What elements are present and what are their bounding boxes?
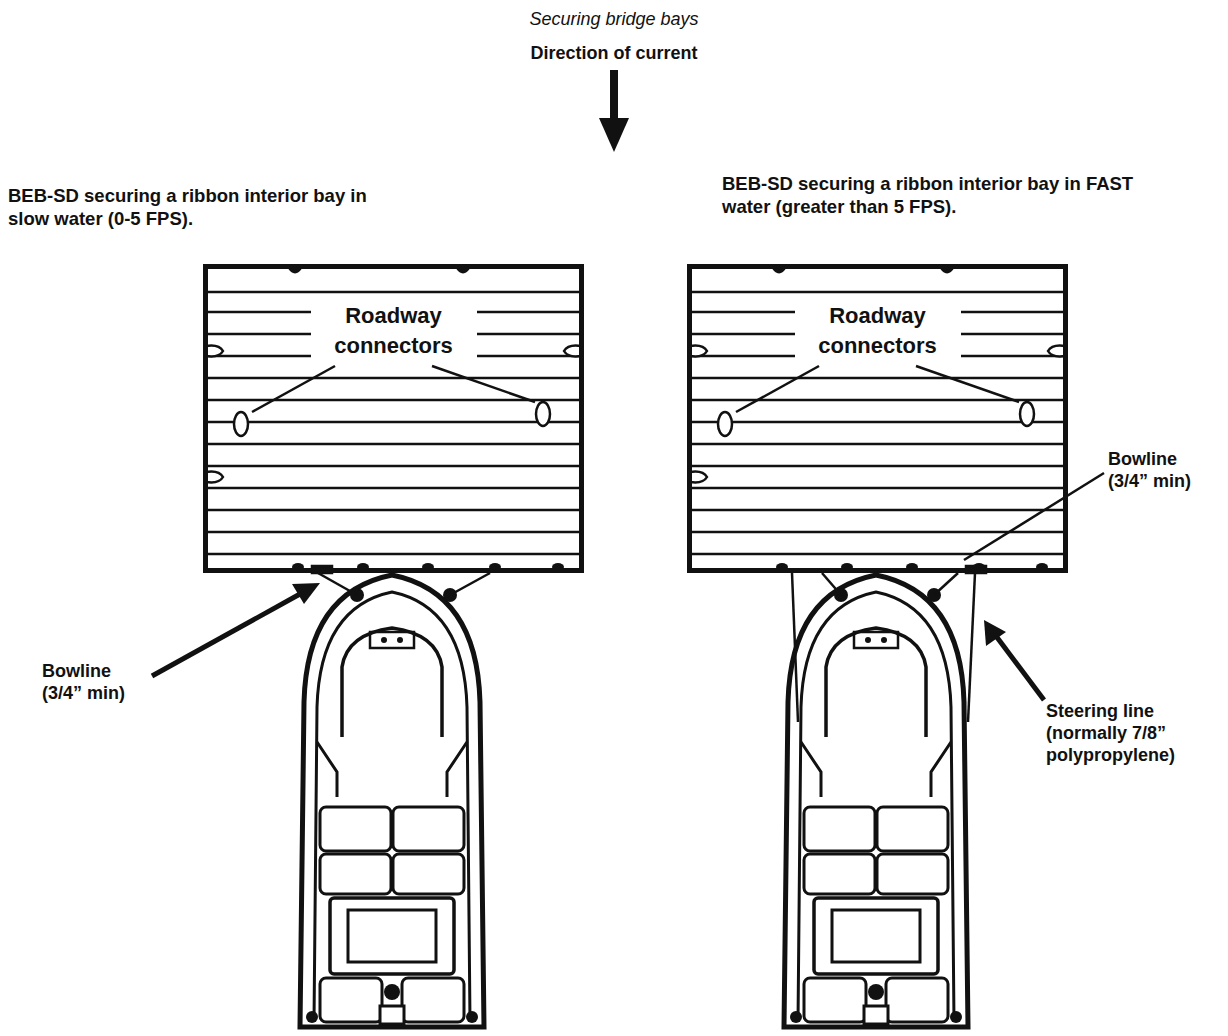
- bay-deck: [206, 267, 581, 571]
- steering-lines: [968, 573, 975, 722]
- bridge-erection-boat: [300, 575, 968, 1027]
- roadway-connector-leaders: [432, 366, 535, 402]
- callout-arrows: [996, 636, 1044, 700]
- callout-label: Bowline (3/4” min): [42, 660, 152, 704]
- roadway-connector-leaders: [736, 366, 819, 412]
- bowline-ropes: [822, 573, 841, 595]
- steering-lines: [792, 573, 798, 722]
- bridge-bay: Roadway connectors: [203, 264, 584, 573]
- bay-deck: [690, 267, 1065, 571]
- scene-caption: BEB-SD securing a ribbon interior bay in…: [722, 172, 1162, 218]
- current-arrow: [599, 70, 629, 152]
- bridge-bay: Roadway connectors: [687, 264, 1068, 573]
- callout-arrows: [984, 620, 1006, 646]
- steering-lines: [792, 566, 986, 722]
- bridge-erection-boat: [784, 575, 968, 1027]
- bowline-ropes: [450, 573, 490, 595]
- callout-label: Bowline (3/4” min): [1108, 448, 1220, 492]
- callout-arrows: [964, 473, 1104, 560]
- callout-label: Steering line (normally 7/8” polypropyle…: [1046, 700, 1206, 766]
- current-arrow: [610, 70, 618, 122]
- scene-caption: BEB-SD securing a ribbon interior bay in…: [8, 184, 380, 230]
- callout-arrows: [292, 583, 320, 604]
- bay-label: Roadway connectors: [311, 299, 477, 363]
- bowline-ropes: [934, 573, 958, 595]
- bowline-ropes: [318, 573, 357, 595]
- roadway-connector-leaders: [252, 366, 335, 412]
- callout-arrows: [152, 594, 300, 676]
- roadway-connector-leaders: [916, 366, 1019, 402]
- roadway-connector-leaders: [252, 366, 1019, 412]
- current-arrow: [599, 118, 629, 152]
- bay-label: Roadway connectors: [795, 299, 961, 363]
- callout-arrows: [152, 473, 1104, 700]
- bridge-erection-boat: [300, 575, 484, 1027]
- diagram-title: Securing bridge bays: [414, 8, 814, 30]
- current-label: Direction of current: [414, 42, 814, 64]
- bay-deck: [206, 267, 1065, 571]
